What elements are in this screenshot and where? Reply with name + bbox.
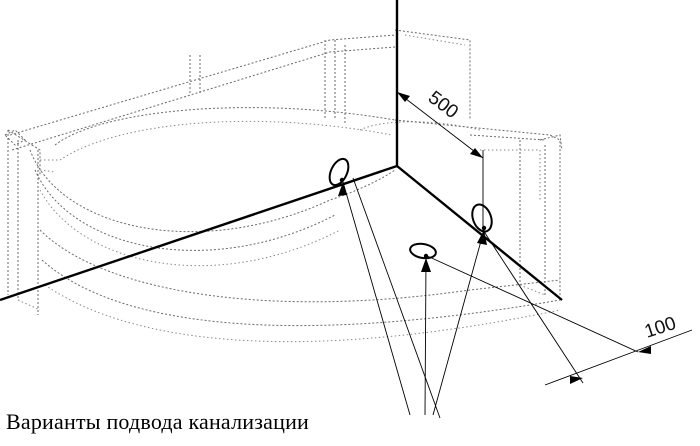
depth-dimension-label: 500 (424, 87, 462, 123)
bathtub-outline (4, 29, 563, 343)
wall-corner-lines (0, 0, 563, 302)
drain-outlet-center (409, 242, 437, 260)
drain-outlet-left (328, 157, 350, 187)
ellipse-outlet-icon (328, 157, 350, 187)
drain-outlet-right (471, 203, 493, 233)
left-floor-line (0, 164, 398, 302)
dimension-100: 100 (424, 229, 693, 386)
leader-lines (338, 177, 487, 419)
drain-options-caption: Варианты подвода канализации (6, 409, 310, 434)
ellipse-outlet-icon (471, 203, 493, 233)
ellipse-outlet-icon (409, 242, 437, 260)
right-floor-line (396, 165, 563, 301)
offset-dimension-label: 100 (642, 313, 679, 343)
